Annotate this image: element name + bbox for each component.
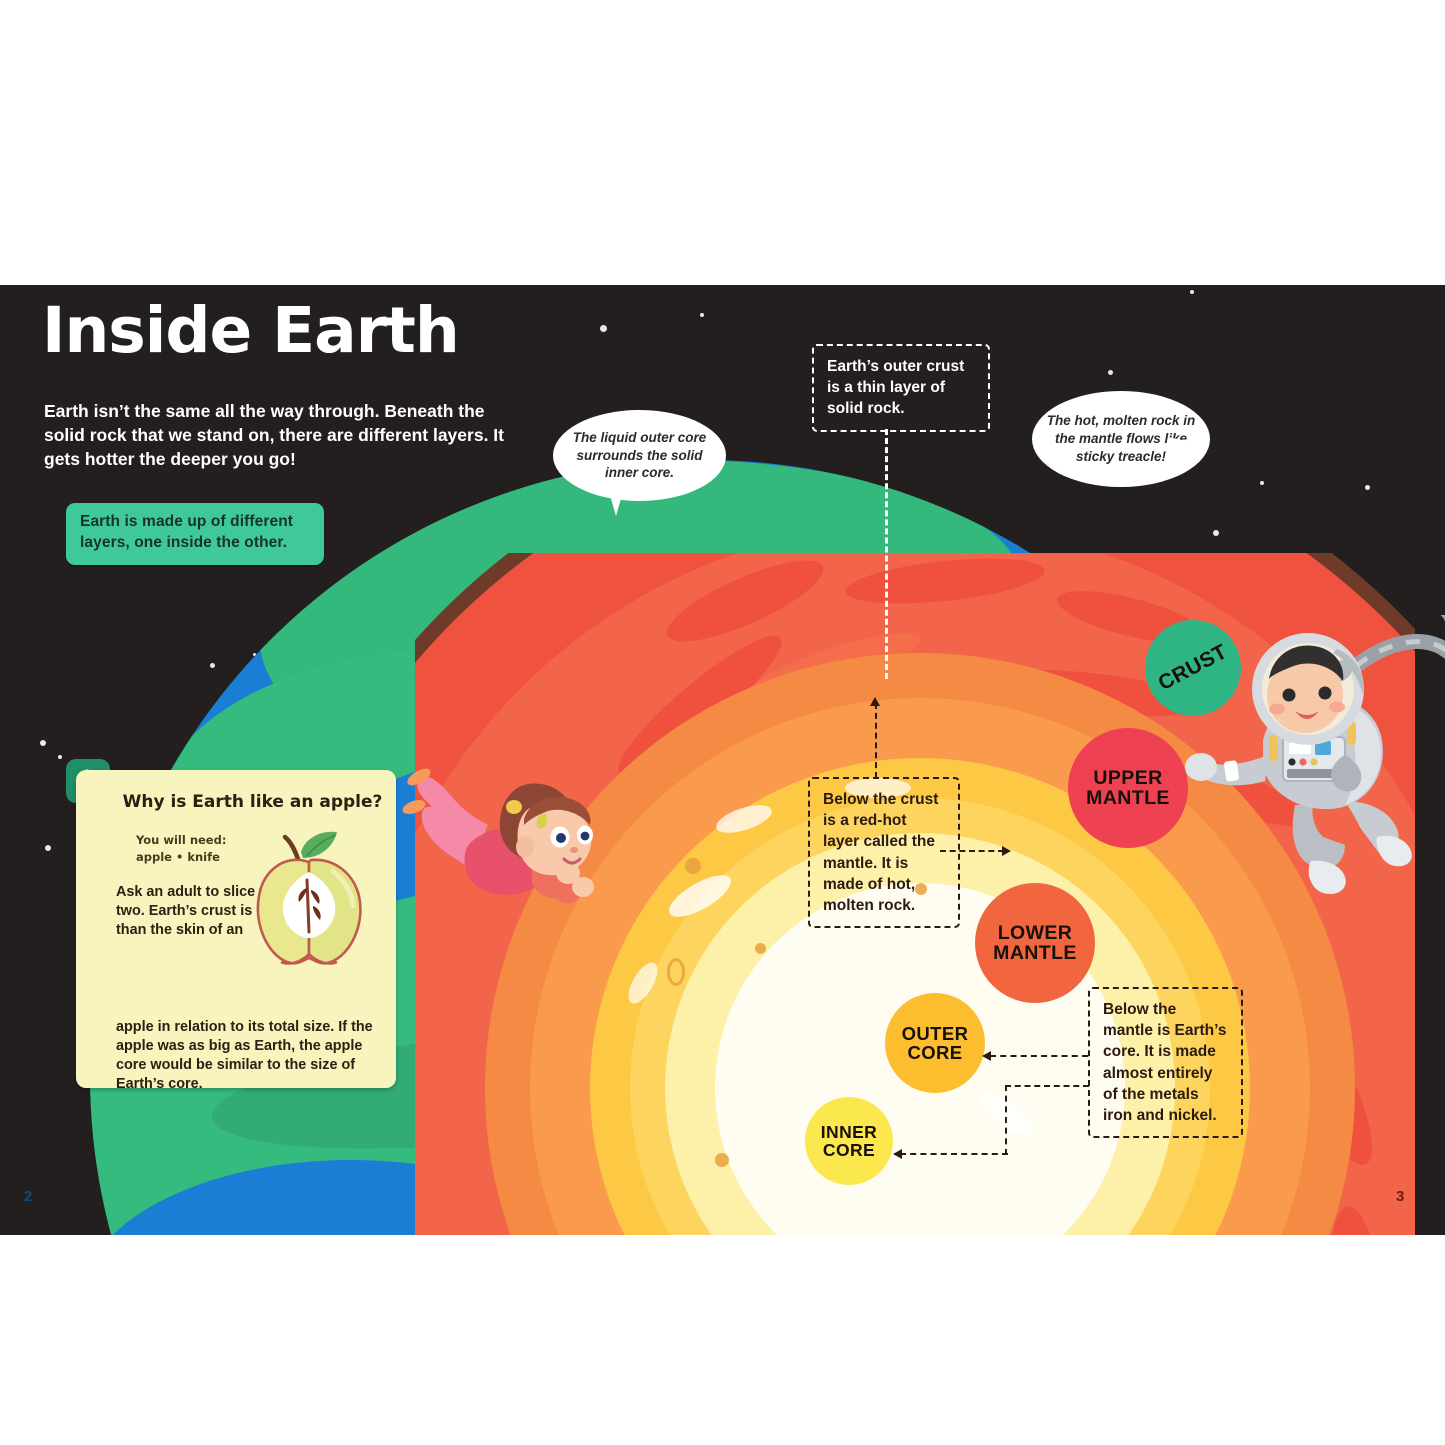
star: [1108, 370, 1113, 375]
floating-astronaut: [1185, 615, 1445, 895]
star: [1260, 481, 1264, 485]
star: [700, 313, 704, 317]
speech-bubble-astronaut: The hot, molten rock in the mantle flows…: [1032, 391, 1210, 487]
activity-body-wide: apple in relation to its total size. If …: [116, 1019, 373, 1093]
core-speck: [915, 883, 927, 895]
activity-materials: You will need: apple • knife: [136, 832, 226, 867]
apple-illustration: [256, 831, 362, 965]
layer-chip-inner-core: INNER CORE: [805, 1097, 893, 1185]
layer-chip-crust-label: CRUST: [1154, 639, 1231, 696]
speech-bubble-astronaut-text: The hot, molten rock in the mantle flows…: [1046, 413, 1196, 464]
mantle-connector-up: [875, 703, 877, 778]
core-connector-to-inner: [900, 1153, 1008, 1155]
book-spread: Inside Earth Earth isn’t the same all th…: [0, 285, 1445, 1235]
layer-chip-lower-mantle-label-2: MANTLE: [993, 942, 1077, 964]
green-note-layers: Earth is made up of different layers, on…: [66, 503, 324, 565]
core-connector-arrow-outer: [982, 1051, 991, 1061]
mantle-connector-arrow-right: [1002, 846, 1011, 856]
core-connector-arrow-inner: [893, 1149, 902, 1159]
layer-chip-outer-core-label-1: OUTER: [901, 1022, 969, 1044]
activity-need-items: apple • knife: [136, 850, 220, 865]
layer-chip-outer-core-label-2: CORE: [907, 1042, 963, 1063]
star: [210, 663, 215, 668]
callout-crust: Earth’s outer crust is a thin layer of s…: [812, 344, 990, 432]
intro-paragraph: Earth isn’t the same all the way through…: [44, 400, 504, 469]
mantle-connector-arrow-up: [870, 697, 880, 706]
activity-card-apple: Why is Earth like an apple? You will nee…: [76, 770, 396, 1092]
layer-chip-upper-mantle: UPPER MANTLE: [1068, 728, 1188, 848]
core-speck: [755, 943, 766, 954]
page-title: Inside Earth: [42, 294, 460, 367]
layer-chip-lower-mantle-label-1: LOWER: [997, 921, 1073, 944]
page-number-left: 2: [24, 1188, 33, 1205]
bubble-tail: [1168, 437, 1210, 455]
core-connector-down: [1005, 1085, 1007, 1155]
core-highlight: [845, 778, 911, 798]
star: [58, 755, 62, 759]
star: [600, 325, 607, 332]
bubble-tail: [605, 478, 627, 516]
layer-chip-upper-mantle-label-2: MANTLE: [1086, 787, 1170, 809]
activity-title: Why is Earth like an apple?: [122, 792, 383, 812]
callout-mantle: Below the crust is a red-hot layer calle…: [808, 777, 960, 929]
activity-need-label: You will need:: [136, 833, 227, 847]
speech-bubble-girl-text: The liquid outer core surrounds the soli…: [572, 429, 707, 481]
core-connector-bridge: [1005, 1085, 1089, 1087]
core-connector-to-outer: [990, 1055, 1088, 1057]
page-number-right: 3: [1396, 1188, 1405, 1205]
layer-chip-inner-core-label-2: CORE: [822, 1140, 876, 1160]
mantle-connector-right: [940, 850, 1004, 852]
star: [40, 740, 46, 746]
core-speck: [715, 1153, 729, 1167]
star: [1213, 530, 1219, 536]
girl-lying-on-earth: [402, 768, 594, 904]
crust-connector-line: [885, 429, 888, 679]
layer-chip-outer-core: OUTER CORE: [885, 993, 985, 1093]
speech-bubble-girl: The liquid outer core surrounds the soli…: [553, 410, 726, 516]
core-speck: [667, 958, 685, 986]
star: [1365, 485, 1370, 490]
callout-core: Below the mantle is Earth’s core. It is …: [1088, 987, 1243, 1139]
layer-chip-inner-core-label-1: INNER: [820, 1121, 878, 1142]
star: [1190, 290, 1194, 294]
layer-chip-lower-mantle: LOWER MANTLE: [975, 883, 1095, 1003]
star: [45, 845, 51, 851]
core-speck: [685, 858, 701, 874]
layer-chip-upper-mantle-label-1: UPPER: [1093, 766, 1163, 789]
